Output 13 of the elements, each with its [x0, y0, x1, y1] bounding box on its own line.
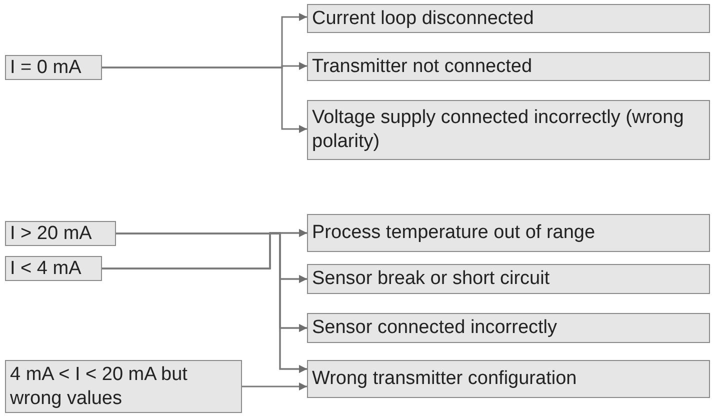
text-box: Wrong transmitter configuration	[307, 360, 710, 398]
text-box: Process temperature out of range	[307, 214, 710, 252]
text-box: I = 0 mA	[5, 55, 102, 80]
text-box: 4 mA < I < 20 mA but wrong values	[5, 360, 242, 413]
text-box: Sensor connected incorrectly	[307, 313, 710, 343]
arrow	[102, 66, 307, 133]
text-box: Voltage supply connected incorrectly (wrong polarity)	[307, 100, 710, 160]
text-box: Sensor break or short circuit	[307, 264, 710, 294]
arrow	[242, 382, 307, 390]
text-box: Transmitter not connected	[307, 52, 710, 81]
text-box: Current loop disconnected	[307, 4, 710, 33]
text-box: I < 4 mA	[5, 256, 102, 281]
text-box: I > 20 mA	[5, 221, 116, 246]
